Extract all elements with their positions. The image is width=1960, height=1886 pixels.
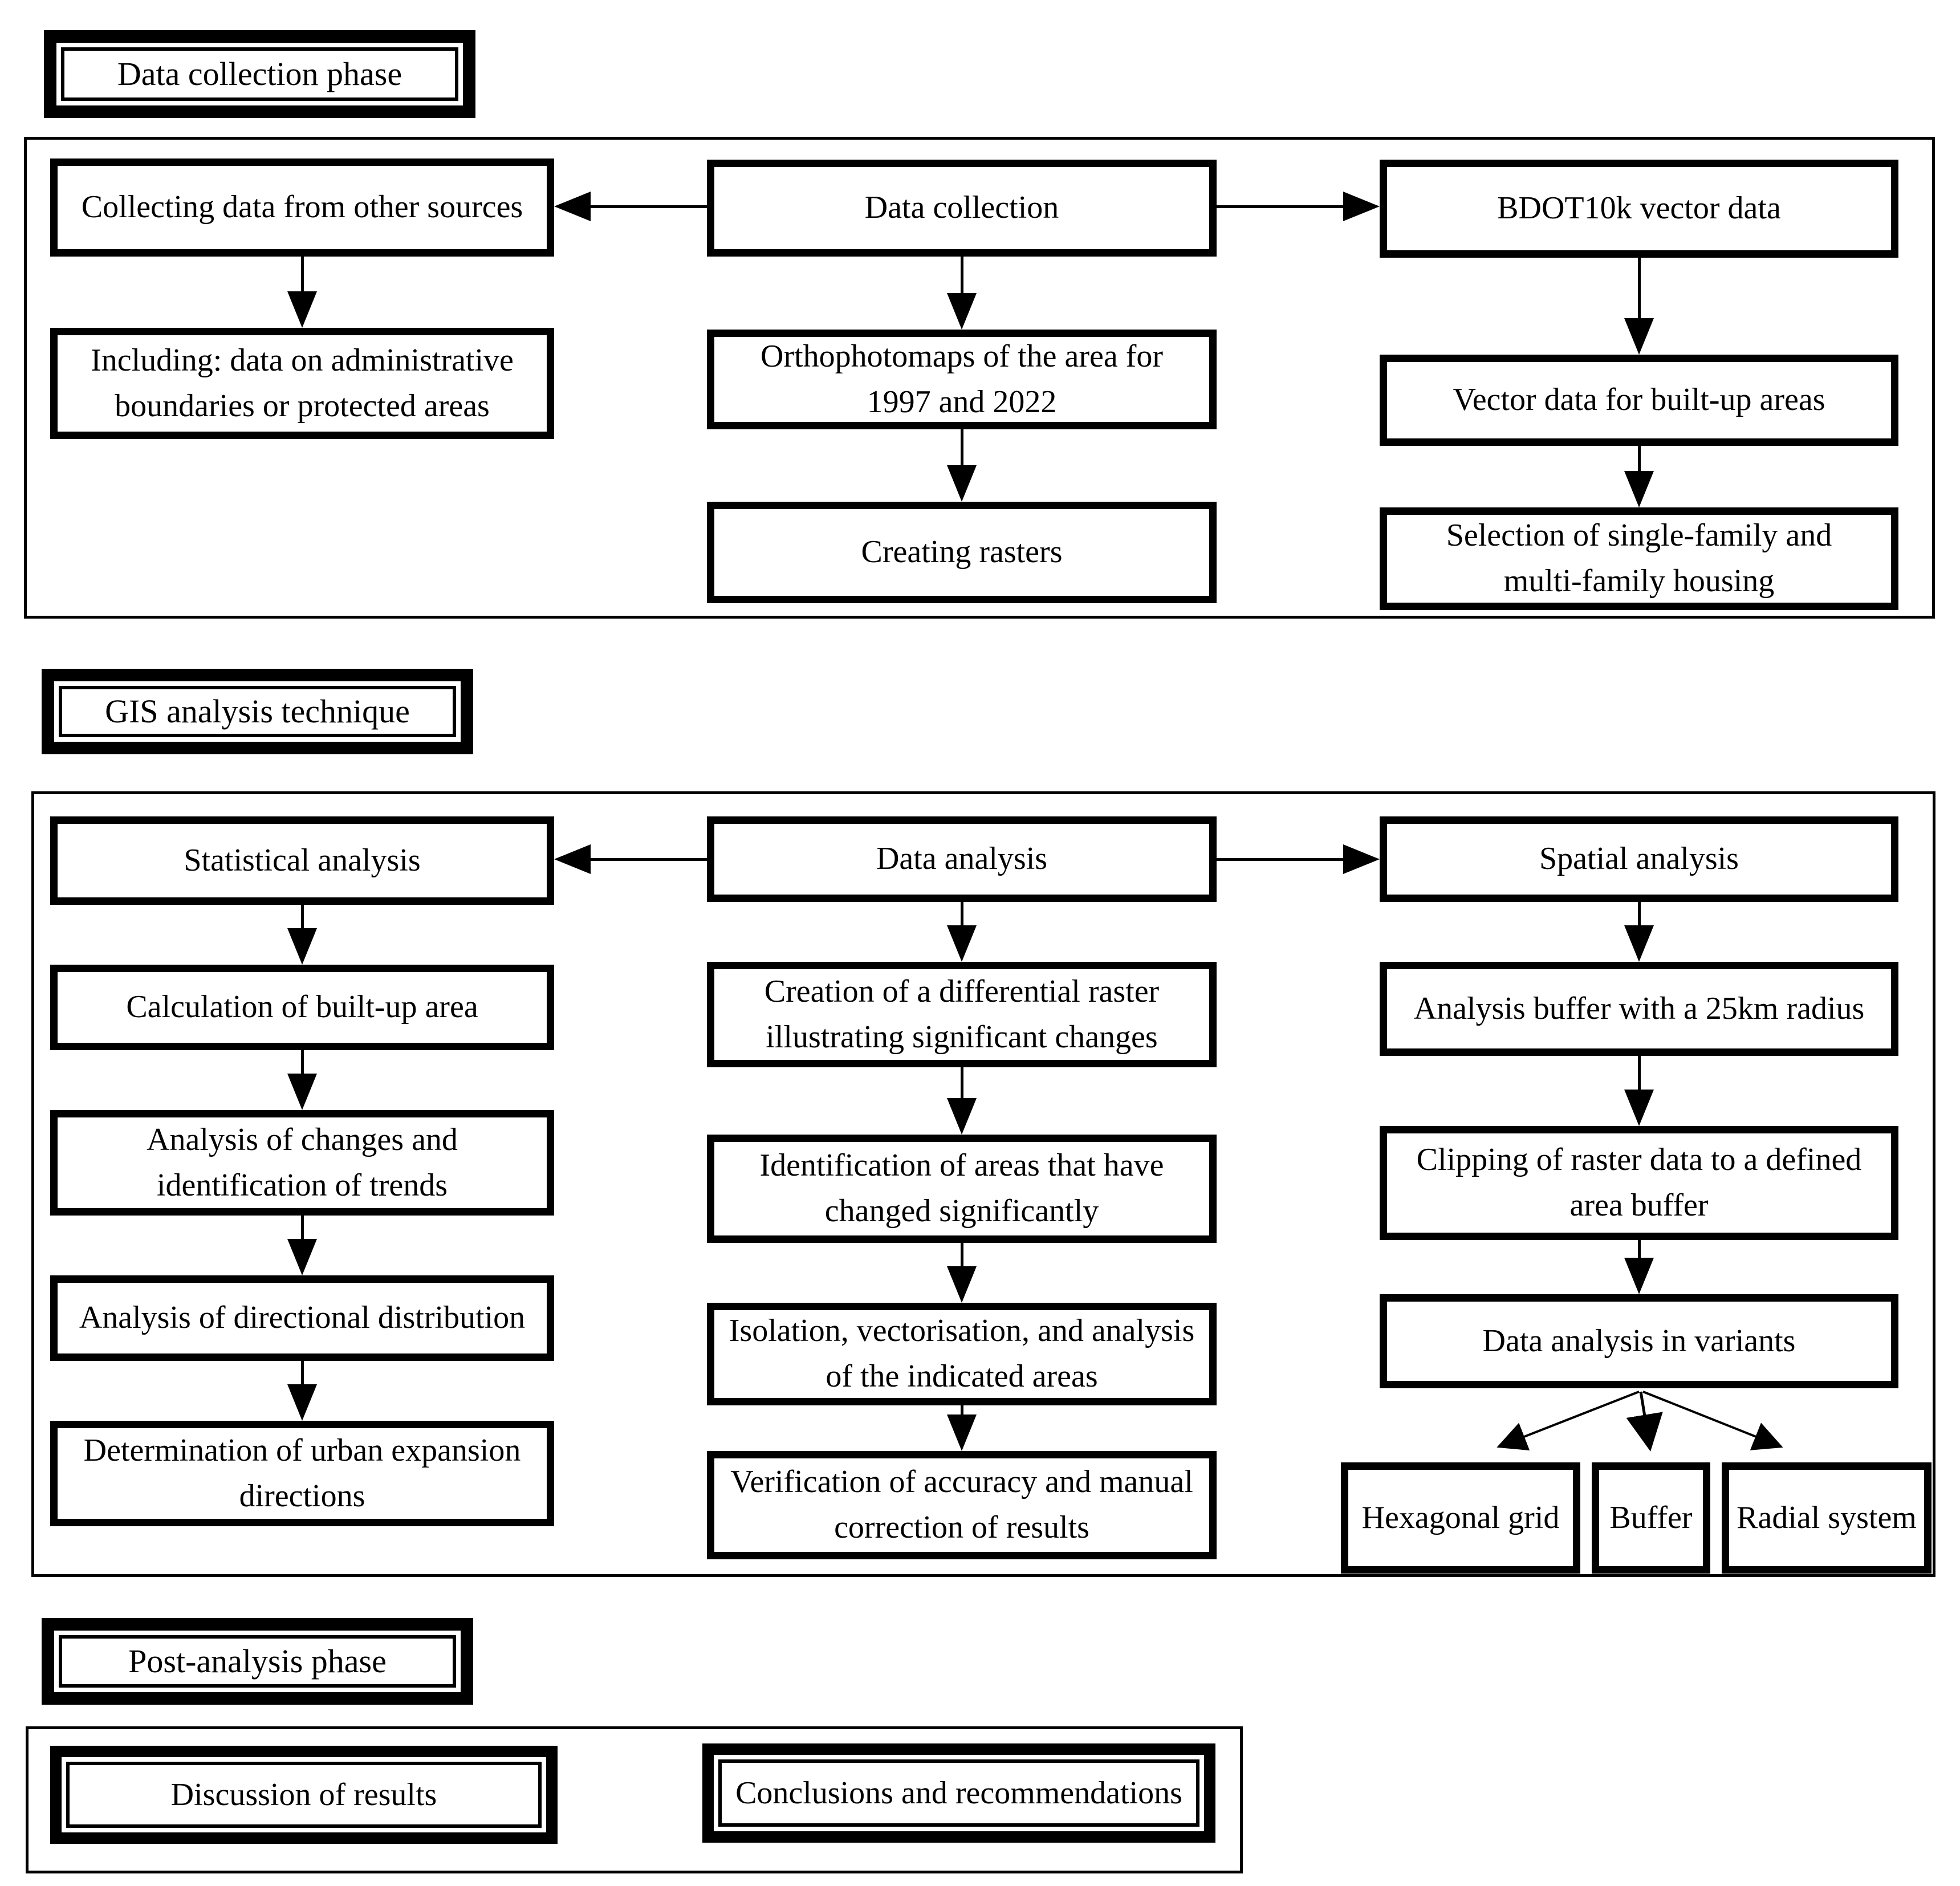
box-bdot10k: BDOT10k vector data [1380,160,1898,258]
down-arrow-head-icon [947,1414,977,1451]
box-conclusions-recommendations: Conclusions and recommendations [702,1743,1215,1843]
box-vector-built-up: Vector data for built-up areas [1380,355,1898,446]
arrow-shaft [960,1067,963,1098]
box-creating-rasters: Creating rasters [707,502,1217,603]
box-variant-radial-system: Radial system [1722,1462,1931,1574]
arrow-shaft [1217,205,1343,208]
down-arrow-connector [946,1405,978,1451]
box-clipping-raster: Clipping of raster data to a defined are… [1380,1126,1898,1240]
arrow-shaft [1637,258,1641,318]
down-arrow-connector [946,1067,978,1135]
down-arrow-head-icon [1624,471,1654,507]
down-arrow-connector [1623,902,1655,962]
box-analysis-changes-trends: Analysis of changes and identification o… [50,1110,554,1216]
box-urban-expansion-directions: Determination of urban expansion directi… [50,1421,554,1526]
arrow-shaft [300,905,304,928]
right-arrow-head-icon [1343,192,1380,221]
box-calculation-built-up: Calculation of built-up area [50,965,554,1050]
box-statistical-analysis: Statistical analysis [50,816,554,905]
phase1-label-box: Data collection phase [44,30,475,118]
box-selection-housing: Selection of single-family and multi-fam… [1380,507,1898,610]
arrow-shaft [300,1050,304,1074]
down-arrow-connector [946,902,978,962]
right-arrow-connector [1217,843,1380,875]
left-arrow-connector [554,843,707,875]
down-arrow-connector [1623,1056,1655,1126]
down-arrow-head-icon [287,1239,317,1275]
box-data-analysis-variants: Data analysis in variants [1380,1294,1898,1388]
down-arrow-head-icon [947,1266,977,1303]
right-arrow-head-icon [1343,844,1380,874]
arrow-shaft [960,1405,963,1414]
down-arrow-head-icon [1624,1258,1654,1294]
box-orthophotomaps: Orthophotomaps of the area for 1997 and … [707,330,1217,429]
down-arrow-connector [286,1361,318,1421]
box-variant-buffer: Buffer [1592,1462,1710,1574]
down-arrow-connector [1623,1240,1655,1294]
arrow-shaft [960,1243,963,1266]
arrow-shaft [960,902,963,925]
down-arrow-head-icon [947,925,977,962]
down-arrow-head-icon [1624,925,1654,962]
box-collecting-other-sources: Collecting data from other sources [50,158,554,257]
down-arrow-connector [286,1216,318,1275]
arrow-shaft [300,257,304,291]
box-including-admin-boundaries: Including: data on administrative bounda… [50,328,554,439]
arrow-shaft [1217,857,1343,861]
down-arrow-head-icon [1624,318,1654,355]
arrow-shaft [591,857,707,861]
phase1-label: Data collection phase [61,47,458,101]
arrow-shaft [960,257,963,293]
box-data-analysis: Data analysis [707,816,1217,902]
down-arrow-connector [286,905,318,965]
down-arrow-connector [946,429,978,502]
variants-fan-connector [1497,1391,1783,1452]
box-differential-raster: Creation of a differential raster illust… [707,962,1217,1067]
box-identification-changed-areas: Identification of areas that have change… [707,1135,1217,1243]
fan-center-arrow [1626,1391,1663,1452]
phase2-label: GIS analysis technique [59,686,456,737]
down-arrow-connector [286,1050,318,1110]
down-arrow-connector [946,1243,978,1303]
down-arrow-head-icon [287,1384,317,1421]
arrow-shaft [1637,902,1641,925]
arrow-shaft [300,1361,304,1384]
conclusions-label: Conclusions and recommendations [718,1759,1199,1827]
down-arrow-head-icon [1624,1090,1654,1126]
phase2-label-box: GIS analysis technique [42,669,473,754]
phase3-label-box: Post-analysis phase [42,1618,473,1705]
fan-right-arrow [1642,1391,1783,1450]
down-arrow-head-icon [287,1074,317,1110]
phase3-label: Post-analysis phase [59,1635,456,1688]
right-arrow-connector [1217,190,1380,222]
box-spatial-analysis: Spatial analysis [1380,816,1898,902]
box-directional-distribution: Analysis of directional distribution [50,1275,554,1361]
box-data-collection: Data collection [707,160,1217,257]
box-analysis-buffer-25km: Analysis buffer with a 25km radius [1380,962,1898,1056]
discussion-label: Discussion of results [66,1762,542,1828]
down-arrow-head-icon [947,465,977,502]
box-verification-accuracy: Verification of accuracy and manual corr… [707,1451,1217,1559]
arrow-shaft [960,429,963,465]
down-arrow-connector [286,257,318,328]
fan-left-arrow [1497,1391,1640,1451]
arrow-shaft [591,205,707,208]
arrow-shaft [1637,1240,1641,1258]
left-arrow-head-icon [554,844,591,874]
down-arrow-connector [1623,446,1655,507]
down-arrow-head-icon [287,291,317,328]
box-isolation-vectorisation: Isolation, vectorisation, and analysis o… [707,1303,1217,1405]
down-arrow-connector [1623,258,1655,355]
arrow-shaft [300,1216,304,1239]
down-arrow-head-icon [947,293,977,330]
left-arrow-head-icon [554,192,591,221]
arrow-shaft [1637,1056,1641,1090]
left-arrow-connector [554,190,707,222]
box-discussion-of-results: Discussion of results [50,1746,558,1844]
arrow-shaft [1637,446,1641,471]
down-arrow-head-icon [947,1098,977,1135]
box-variant-hexagonal-grid: Hexagonal grid [1341,1462,1580,1574]
down-arrow-head-icon [287,928,317,965]
down-arrow-connector [946,257,978,330]
